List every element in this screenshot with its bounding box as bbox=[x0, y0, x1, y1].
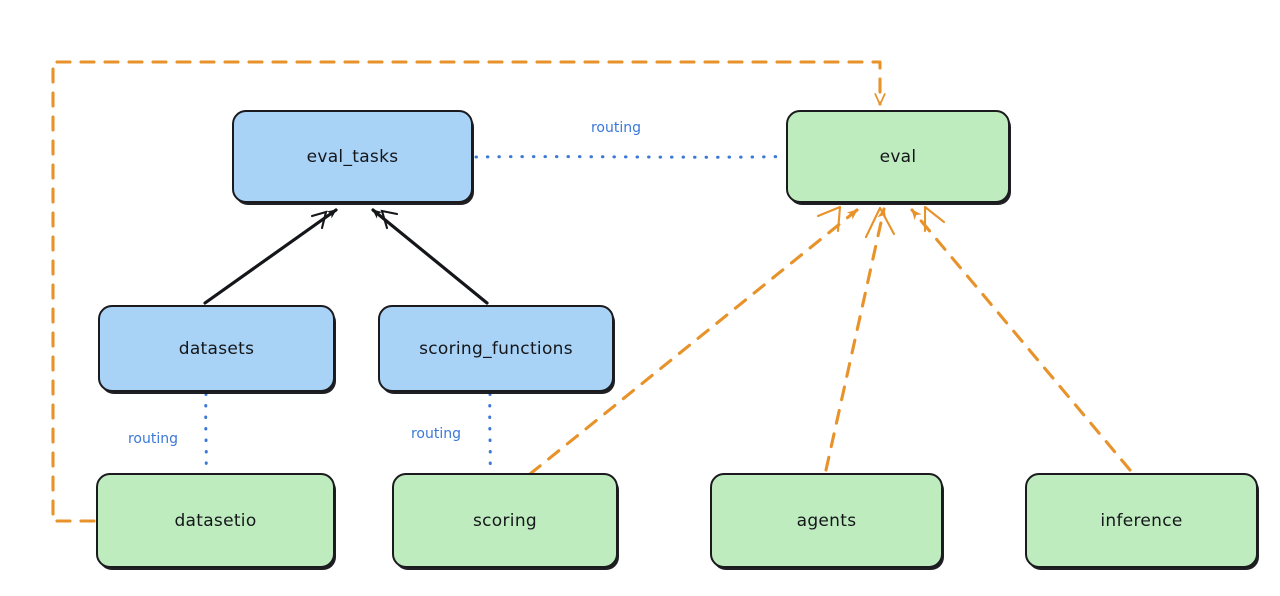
node-label: datasets bbox=[178, 338, 255, 359]
node-datasetio[interactable]: datasetio bbox=[96, 473, 335, 568]
edge-label-routing-datasetio: routing bbox=[127, 431, 179, 447]
edge-agents-to-eval bbox=[824, 206, 896, 472]
node-agents[interactable]: agents bbox=[710, 473, 943, 568]
node-label: scoring_functions bbox=[419, 338, 573, 359]
node-label: inference bbox=[1100, 510, 1183, 531]
node-eval[interactable]: eval bbox=[786, 110, 1010, 203]
edge-scoring-functions-to-eval-tasks bbox=[371, 208, 489, 305]
node-label: agents bbox=[796, 510, 857, 531]
edge-scoring-functions-to-scoring bbox=[488, 392, 492, 473]
node-label: eval bbox=[879, 146, 917, 167]
node-scoring-functions[interactable]: scoring_functions bbox=[378, 305, 614, 392]
edge-inference-to-eval bbox=[910, 205, 1132, 472]
node-eval-tasks[interactable]: eval_tasks bbox=[232, 110, 473, 203]
node-scoring[interactable]: scoring bbox=[392, 473, 618, 568]
edge-datasets-to-datasetio bbox=[204, 392, 208, 473]
node-datasets[interactable]: datasets bbox=[98, 305, 335, 392]
edge-scoring-to-eval bbox=[528, 205, 859, 476]
edge-datasets-to-eval-tasks bbox=[203, 208, 338, 305]
node-label: datasetio bbox=[174, 510, 257, 531]
edge-label-routing-eval: routing bbox=[590, 120, 642, 136]
node-label: scoring bbox=[473, 510, 537, 531]
edge-label-routing-scoring: routing bbox=[410, 426, 462, 442]
edge-datasetio-to-eval bbox=[51, 60, 886, 523]
node-inference[interactable]: inference bbox=[1025, 473, 1258, 568]
node-label: eval_tasks bbox=[306, 146, 399, 167]
edge-eval-tasks-to-eval bbox=[474, 155, 785, 159]
